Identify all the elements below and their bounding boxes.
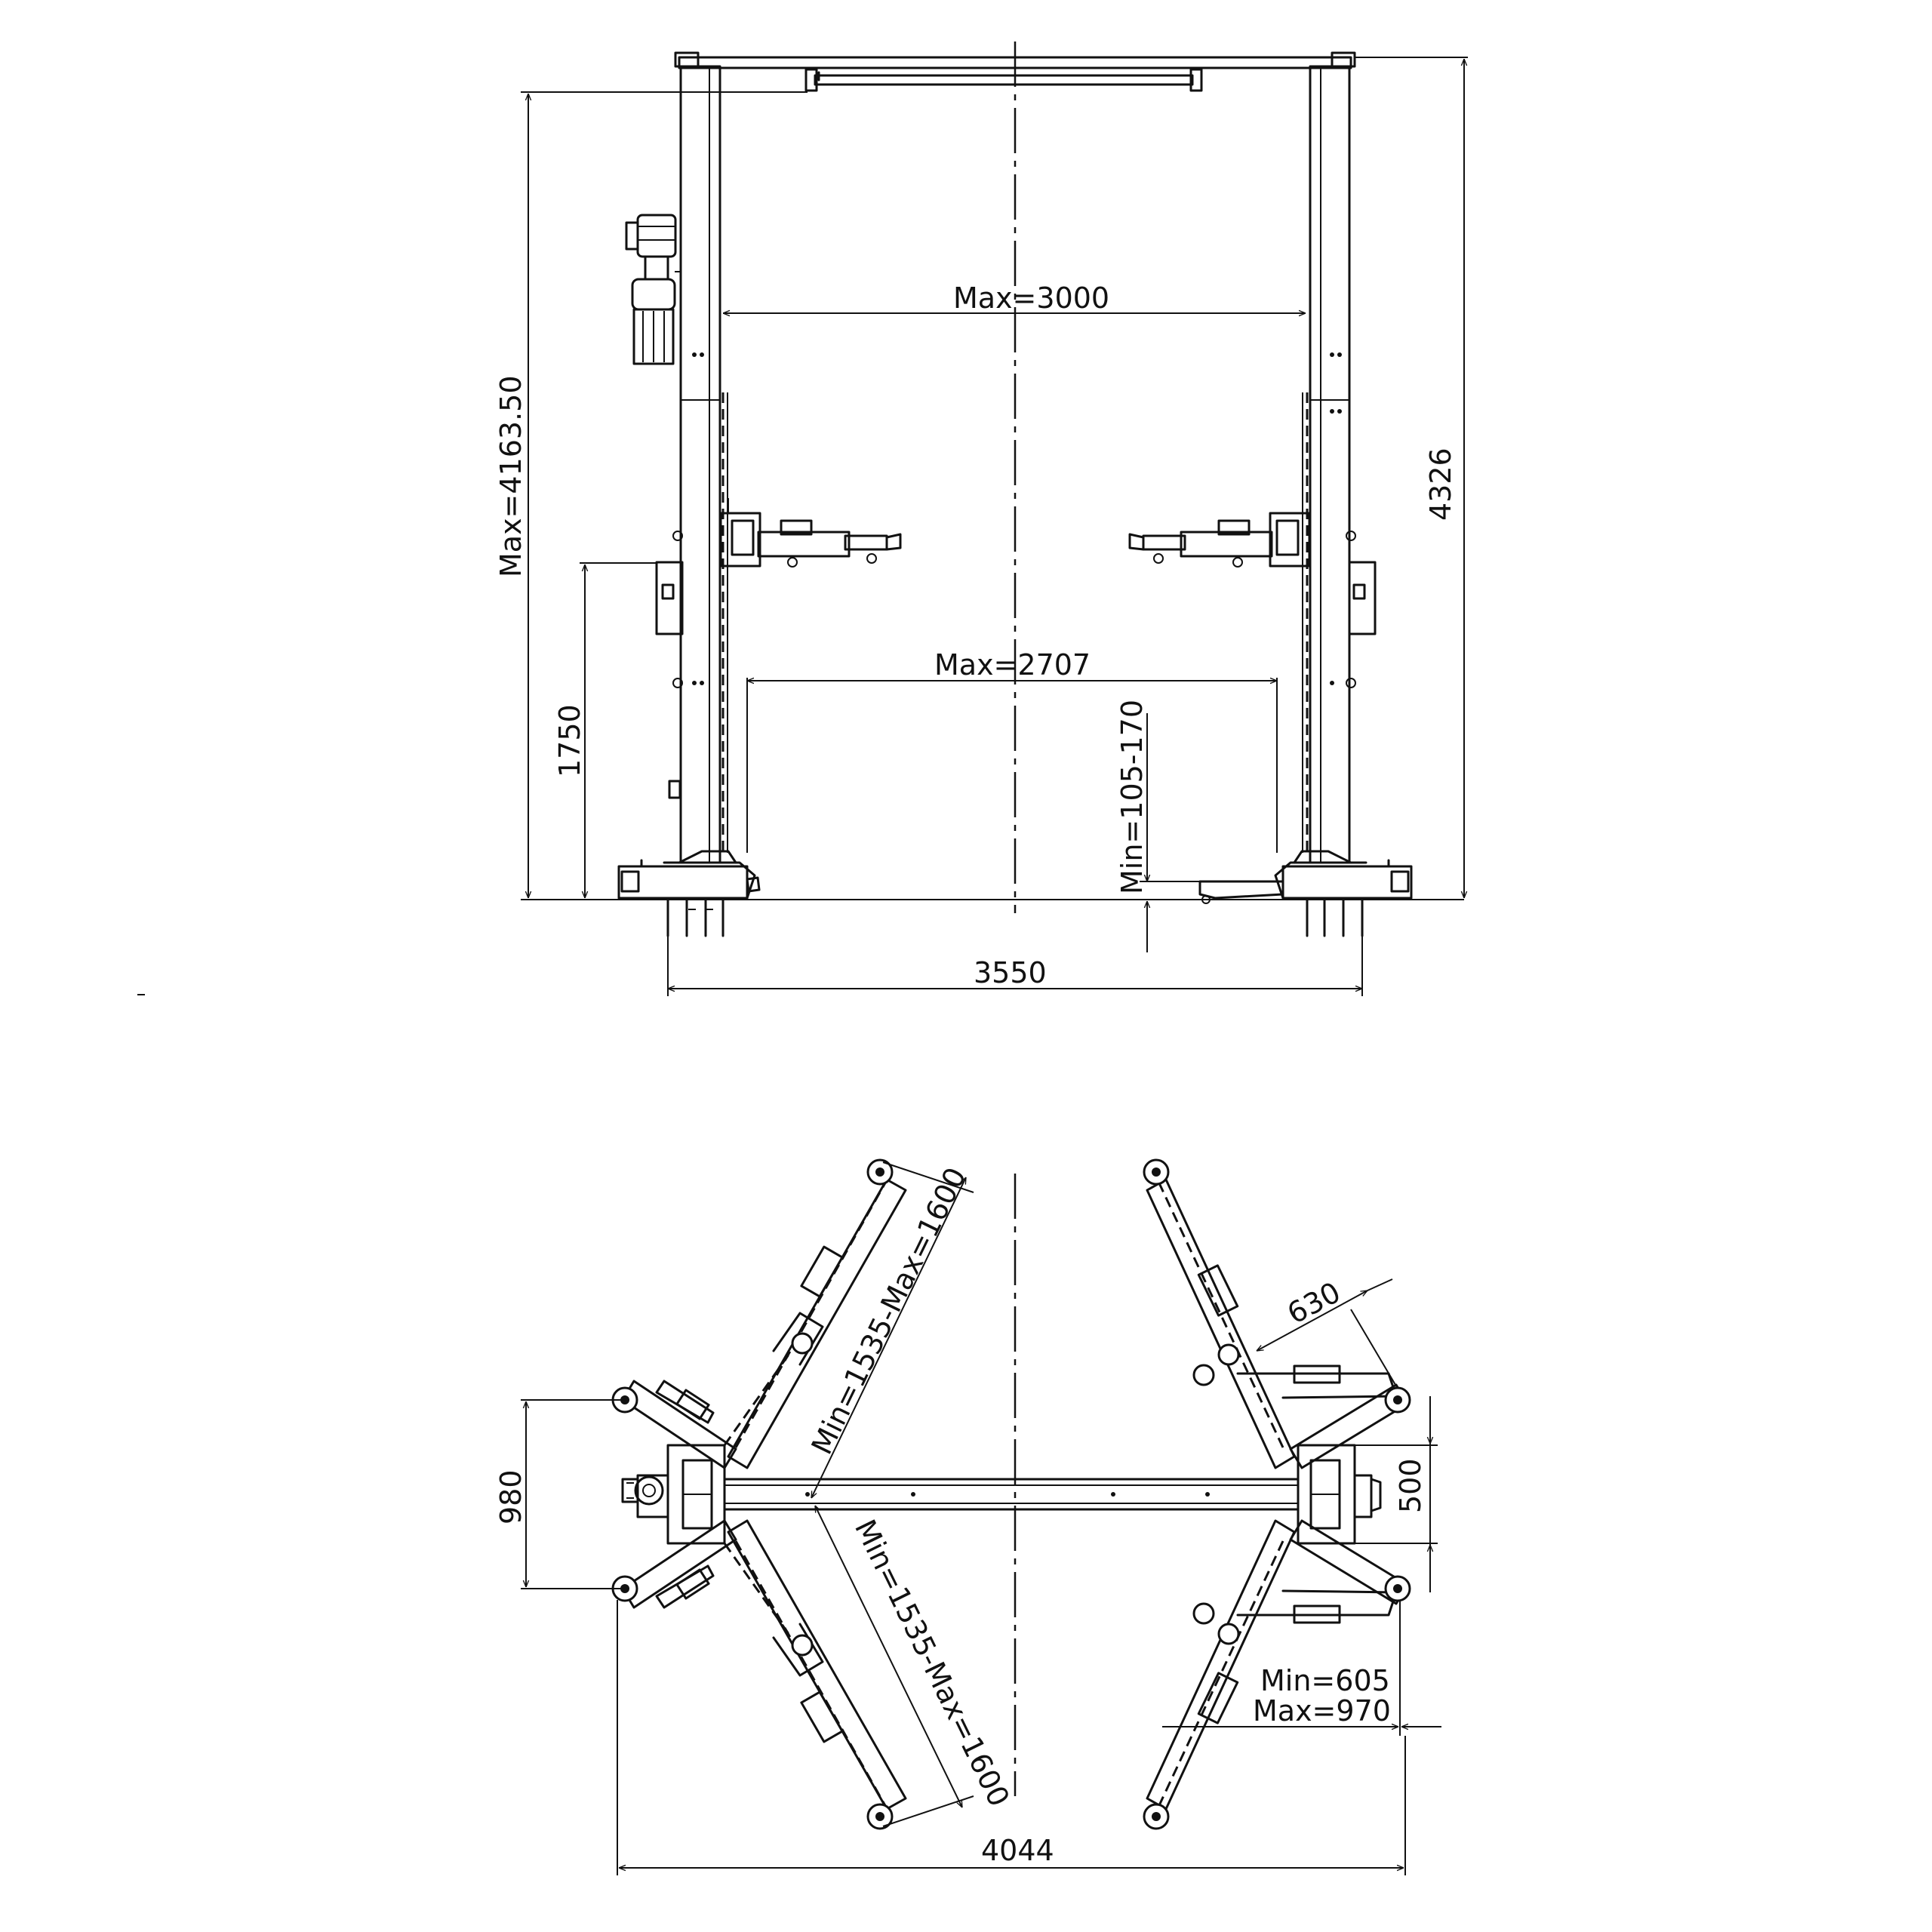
dim-arm-lower-label: Min=1535-Max=1600 (848, 1515, 1016, 1812)
dim-arm-pivot-label: 500 (1394, 1458, 1427, 1513)
dim-arm-upper: Min=1535-Max=1600 (805, 1161, 974, 1498)
left-post-plan-icon (621, 1444, 726, 1545)
front-elevation-view: Max=4163.50 4326 Max=3000 Max=2707 1750 (137, 42, 1468, 996)
right-lower-arm-icon (1143, 1519, 1296, 1830)
dim-arm-spread-label: 630 (1282, 1275, 1346, 1331)
left-base-icon (617, 850, 761, 937)
left-lower-short-arm-icon (611, 1519, 790, 1635)
dim-short-arm: Min=605 Max=970 (1162, 1600, 1441, 1736)
dim-arm-upper-label: Min=1535-Max=1600 (805, 1162, 973, 1460)
motor-pump-icon (625, 214, 681, 365)
dim-arm-spread: 630 (1257, 1275, 1398, 1389)
dim-short-arm-max-label: Max=970 (1253, 1694, 1391, 1727)
left-upper-short-arm-icon (611, 1354, 790, 1469)
dim-short-arm-min-label: Min=605 (1260, 1664, 1390, 1697)
dim-control-height: 1750 (553, 562, 657, 898)
dim-arm-lower: Min=1535-Max=1600 (814, 1506, 1016, 1827)
right-panel-icon (1346, 531, 1377, 688)
dim-column-depth-label: 980 (494, 1469, 528, 1524)
dim-max-inner-width: Max=2707 (746, 648, 1278, 853)
dim-max-height-label: Max=4163.50 (494, 375, 528, 577)
dim-min-pad-height-label: Min=105-170 (1115, 700, 1149, 894)
control-box-icon (655, 531, 684, 799)
dim-base-width-label: 3550 (974, 956, 1047, 989)
dim-arm-pivot: 500 (1298, 1396, 1438, 1592)
dim-overall-width-label: 4044 (981, 1834, 1054, 1867)
dim-base-width: 3550 (667, 936, 1363, 996)
dim-max-height: Max=4163.50 (494, 91, 808, 898)
left-lower-arm-icon (727, 1519, 907, 1830)
dim-overall-width: 4044 (617, 1600, 1406, 1875)
dim-min-pad-height: Min=105-170 (1115, 700, 1204, 952)
dim-total-height: 4326 (1355, 57, 1468, 898)
right-post-plan-icon (1297, 1444, 1382, 1545)
dim-total-height-label: 4326 (1424, 448, 1457, 521)
right-upper-short-arm-icon (1236, 1364, 1411, 1469)
dim-max-top-width: Max=3000 (723, 281, 1306, 315)
right-base-icon (1198, 850, 1413, 937)
plan-view: Min=1535-Max=1600 Min=1535-Max=1600 630 … (494, 1158, 1441, 1875)
dim-max-inner-width-label: Max=2707 (934, 648, 1091, 681)
left-lift-arm-icon (719, 498, 902, 568)
dim-column-depth: 980 (494, 1399, 625, 1589)
right-lower-short-arm-icon (1236, 1519, 1411, 1624)
dim-max-top-width-label: Max=3000 (953, 281, 1109, 315)
right-upper-arm-icon (1143, 1158, 1296, 1469)
dim-control-height-label: 1750 (553, 704, 586, 777)
right-lift-arm-icon (1128, 512, 1311, 568)
